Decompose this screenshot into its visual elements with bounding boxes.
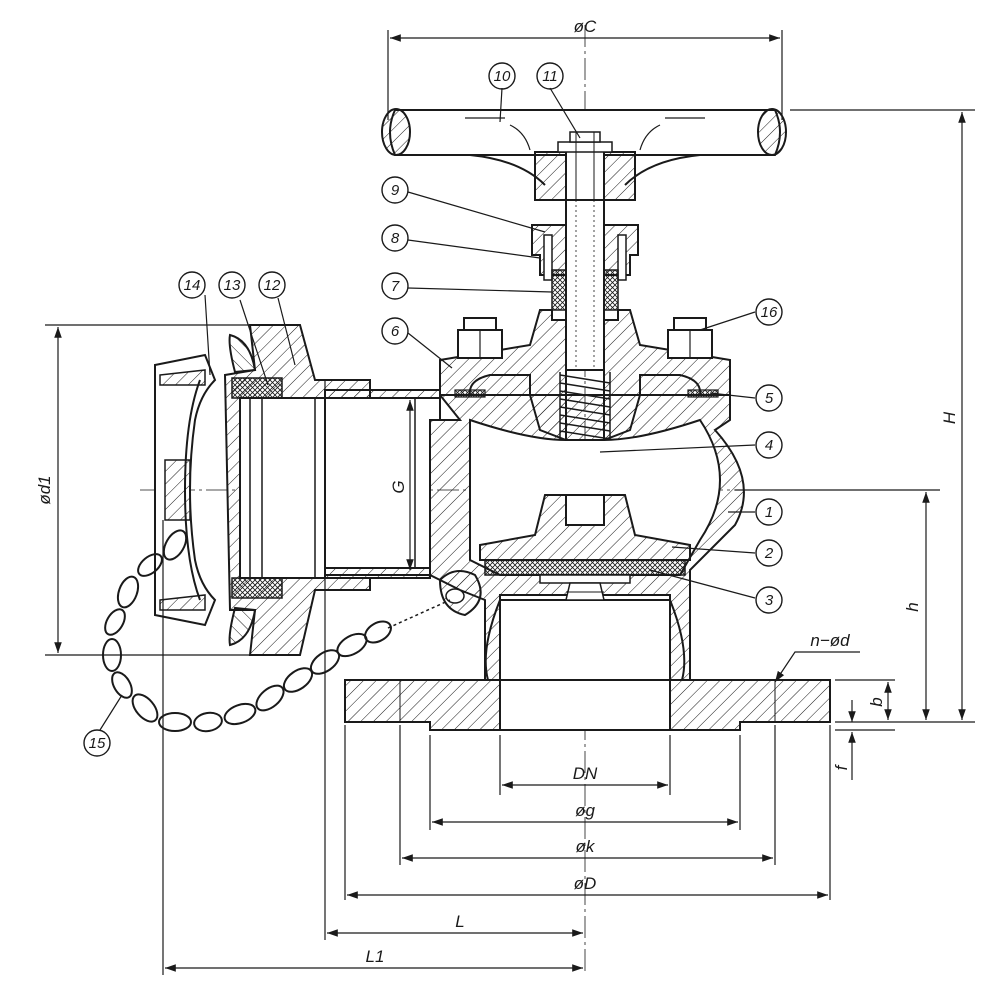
callout-4: 4 xyxy=(755,431,783,459)
svg-text:4: 4 xyxy=(765,437,773,454)
callout-8: 8 xyxy=(381,224,409,252)
svg-text:16: 16 xyxy=(761,304,778,321)
svg-text:7: 7 xyxy=(391,278,400,295)
dim-f: f xyxy=(832,763,851,770)
dim-DN: DN xyxy=(573,764,598,783)
coupling xyxy=(154,324,371,656)
callout-balloons: 10 11 9 8 7 6 14 13 12 16 5 4 1 2 3 15 xyxy=(83,62,783,757)
callout-14: 14 xyxy=(178,271,206,299)
dim-phiC: øC xyxy=(574,17,597,36)
dim-b: b xyxy=(867,697,886,706)
dim-phik: øk xyxy=(576,837,596,856)
dim-G: G xyxy=(389,480,408,493)
svg-text:8: 8 xyxy=(391,230,400,247)
callout-3: 3 xyxy=(755,586,783,614)
dimension-labels: øC H h b f n−ød ød1 G DN øg øk øD L L1 xyxy=(35,17,959,966)
svg-text:3: 3 xyxy=(765,592,774,609)
disc xyxy=(479,494,691,601)
svg-text:14: 14 xyxy=(184,277,201,294)
callout-1: 1 xyxy=(755,498,783,526)
dim-phiD: øD xyxy=(574,874,597,893)
callout-11: 11 xyxy=(536,62,564,90)
callout-leaders xyxy=(99,87,756,731)
callout-6: 6 xyxy=(381,317,409,345)
svg-text:9: 9 xyxy=(391,182,400,199)
svg-text:10: 10 xyxy=(494,68,511,85)
callout-15: 15 xyxy=(83,729,111,757)
callout-16: 16 xyxy=(755,298,783,326)
callout-7: 7 xyxy=(381,272,409,300)
dim-phig: øg xyxy=(575,801,595,820)
svg-text:15: 15 xyxy=(89,735,106,752)
callout-12: 12 xyxy=(258,271,286,299)
svg-text:11: 11 xyxy=(542,68,558,85)
dim-L1: L1 xyxy=(366,947,385,966)
callout-5: 5 xyxy=(755,384,783,412)
callout-10: 10 xyxy=(488,62,516,90)
dim-L: L xyxy=(455,912,464,931)
svg-text:13: 13 xyxy=(224,277,241,294)
dim-phid1: ød1 xyxy=(35,475,54,504)
dim-H: H xyxy=(940,411,959,424)
dim-n-phid: n−ød xyxy=(810,631,850,650)
svg-text:5: 5 xyxy=(765,390,774,407)
handwheel xyxy=(381,108,787,203)
svg-text:2: 2 xyxy=(764,545,774,562)
svg-text:6: 6 xyxy=(391,323,400,340)
dimension-lines xyxy=(45,30,975,975)
dim-h: h xyxy=(903,602,922,611)
callout-9: 9 xyxy=(381,176,409,204)
svg-text:12: 12 xyxy=(264,277,281,294)
svg-text:1: 1 xyxy=(765,504,773,521)
callout-2: 2 xyxy=(755,539,783,567)
callout-13: 13 xyxy=(218,271,246,299)
